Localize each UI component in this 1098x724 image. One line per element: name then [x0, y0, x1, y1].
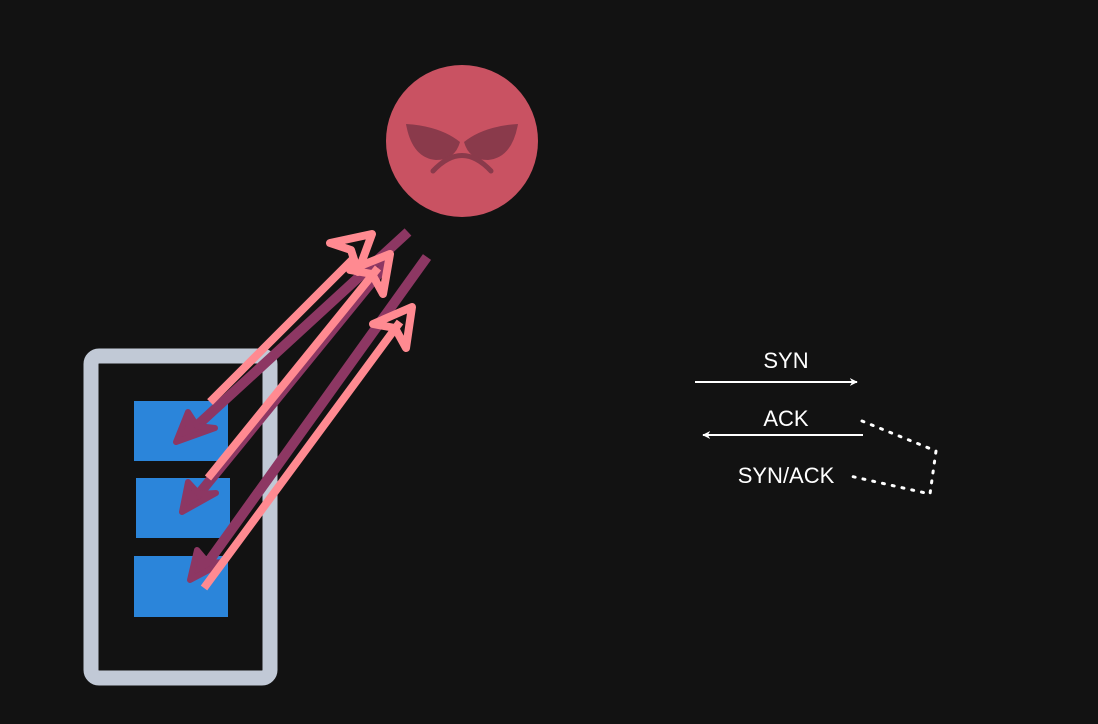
- left-eye: [406, 124, 460, 160]
- server-box-icon: [83, 348, 278, 686]
- ack-label: ACK: [763, 406, 809, 431]
- syn-arrow: [200, 303, 416, 591]
- syn-arrow: [204, 250, 394, 481]
- frown-mouth: [430, 153, 494, 174]
- syn-arrow: [207, 230, 376, 405]
- synack-arrow: [187, 254, 432, 583]
- right-eye: [464, 124, 518, 160]
- angry-face-icon: [386, 65, 538, 217]
- legend: SYN ACK SYN/ACK: [695, 348, 938, 496]
- syn-arrows: [200, 230, 416, 591]
- syn-label: SYN: [763, 348, 808, 373]
- server-frame: [83, 348, 278, 686]
- synack-label: SYN/ACK: [738, 463, 835, 488]
- synack-dotted-connector: [848, 419, 938, 496]
